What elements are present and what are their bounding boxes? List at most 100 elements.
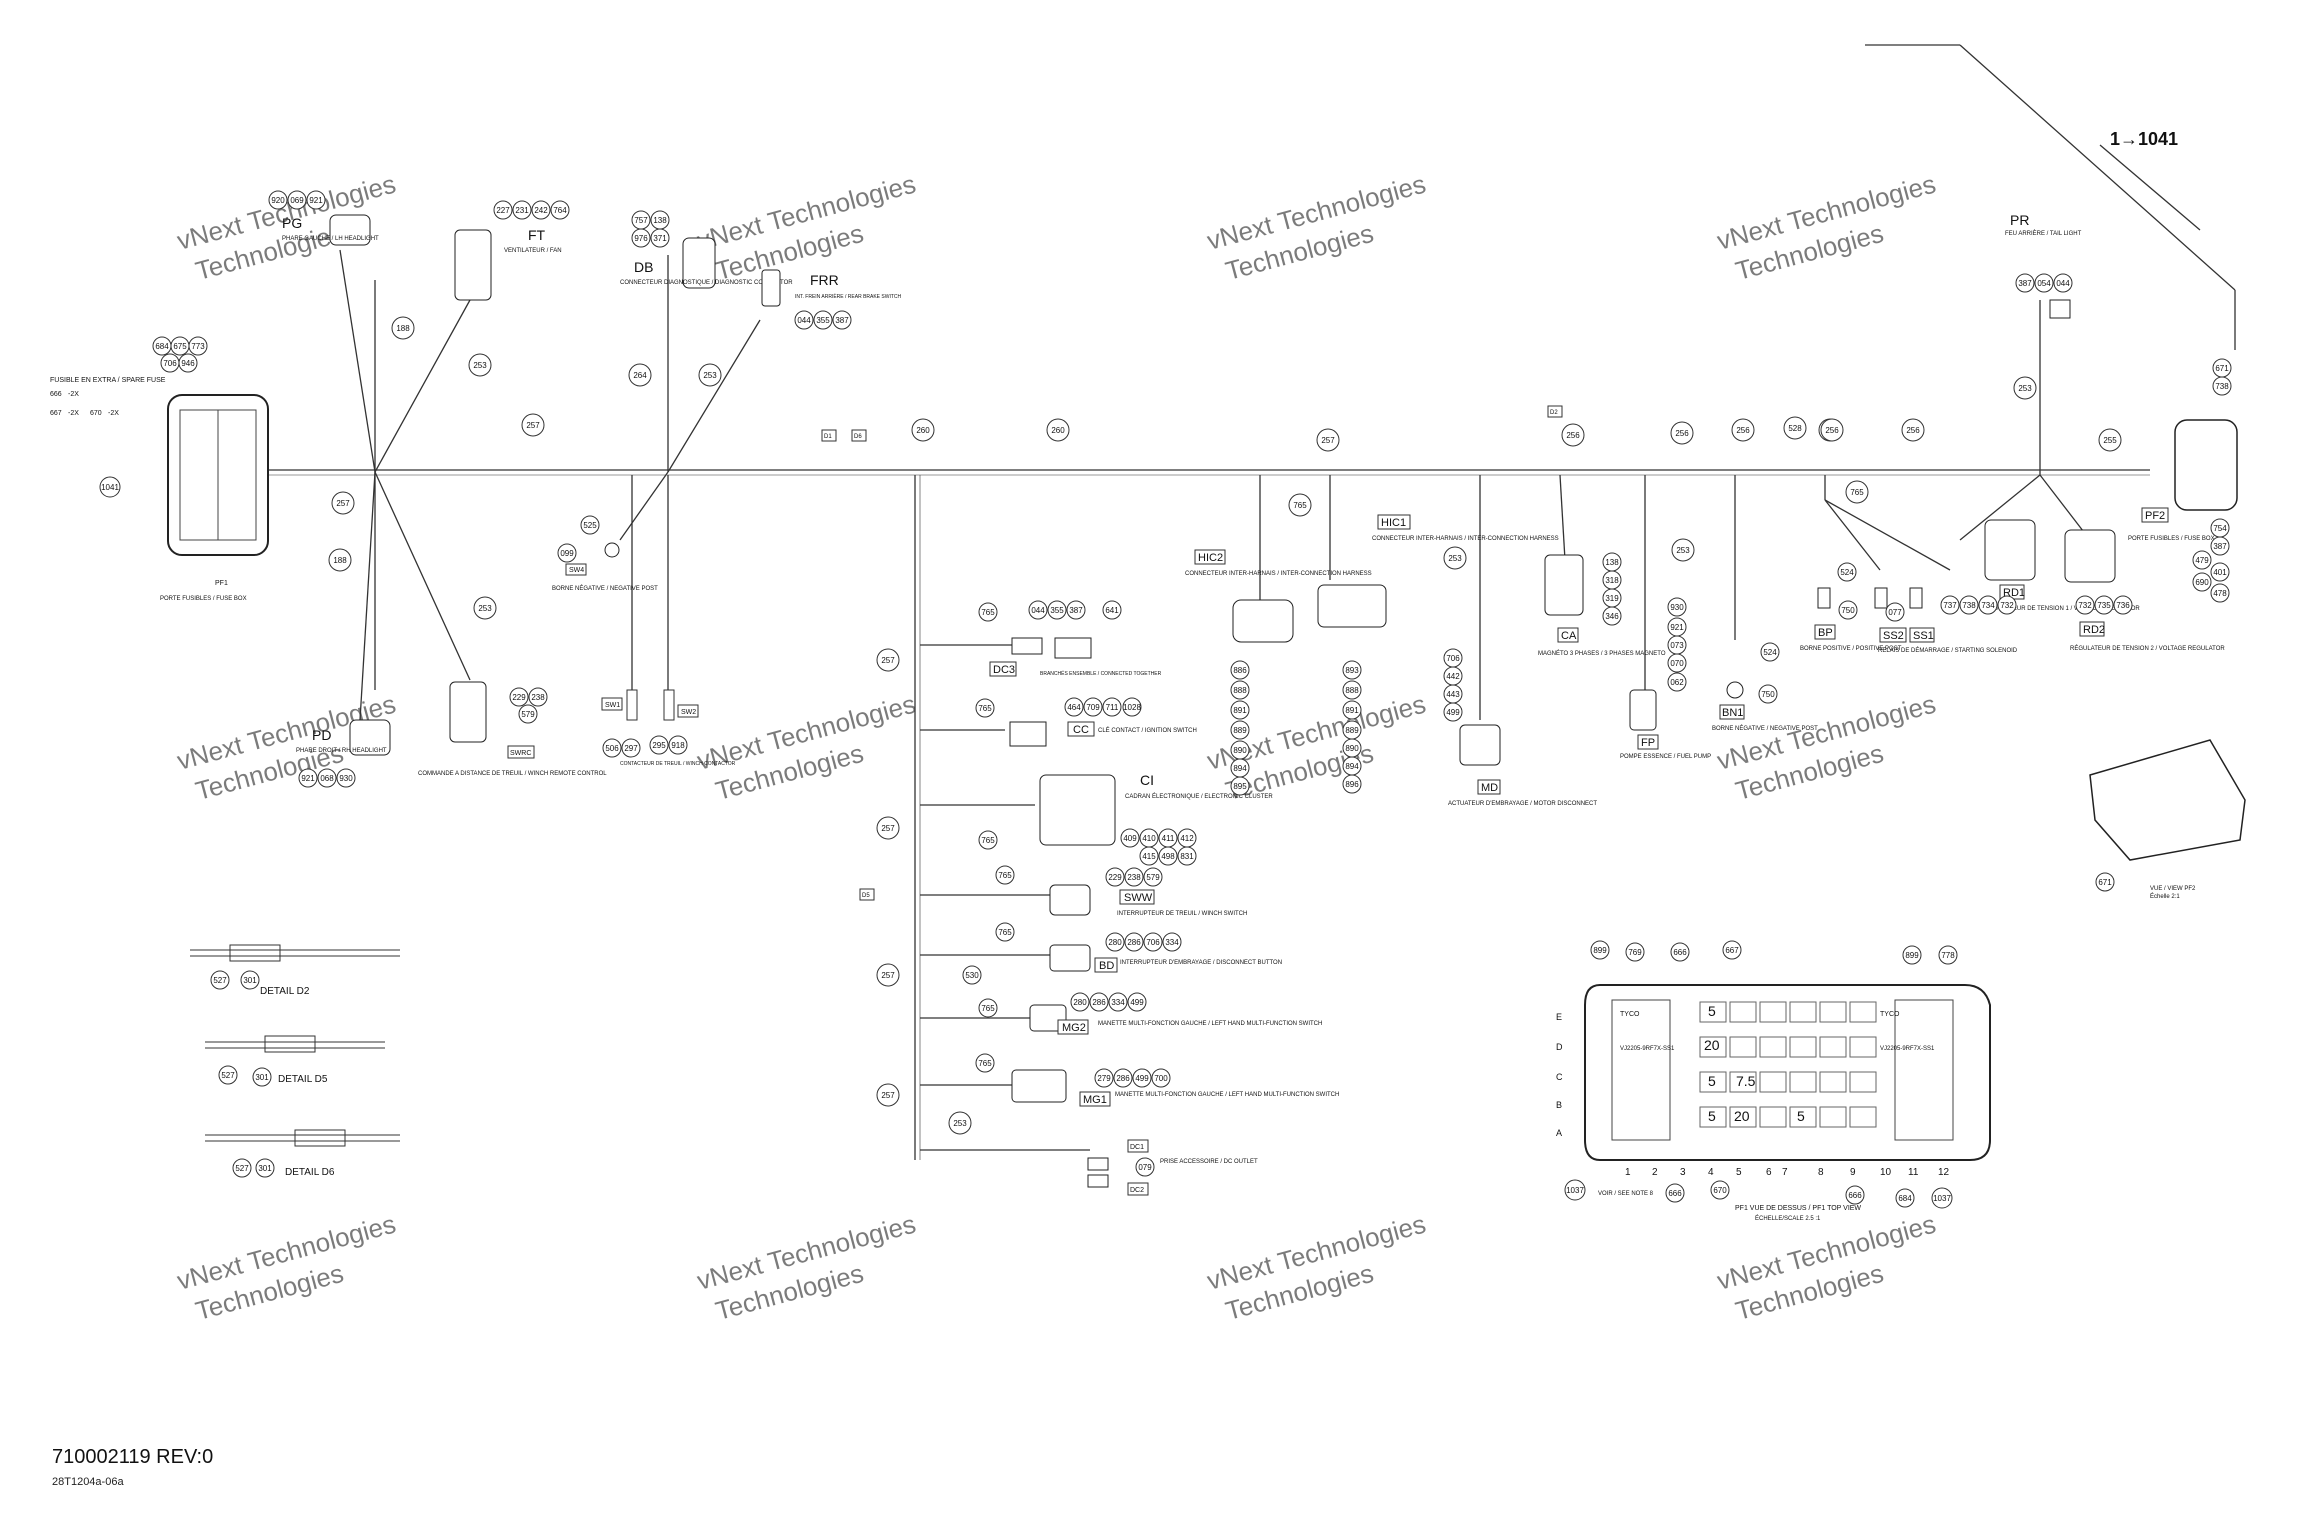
wire-label — [391, 316, 415, 340]
svg-text:684: 684 — [1898, 1194, 1912, 1203]
connector-fp[interactable]: FP POMPE ESSENCE / FUEL PUMP 930 921 073… — [1620, 597, 1711, 760]
connector-sww[interactable]: SWW INTERRUPTEUR DE TREUIL / WINCH SWITC… — [995, 865, 1247, 917]
svg-text:670: 670 — [1713, 1186, 1727, 1195]
svg-text:930: 930 — [339, 774, 353, 783]
wire-label — [2013, 376, 2037, 400]
svg-text:666: 666 — [1848, 1191, 1862, 1200]
svg-text:750: 750 — [1841, 606, 1855, 615]
svg-text:DC1: DC1 — [1130, 1144, 1144, 1151]
svg-text:528: 528 — [1788, 424, 1802, 433]
connector-sw1-sw2[interactable]: SW1 SW2 CONTACTEUR DE TREUIL / WINCH CON… — [601, 689, 736, 767]
svg-text:896: 896 — [1345, 780, 1359, 789]
svg-text:HIC1: HIC1 — [1381, 517, 1406, 529]
svg-text:921: 921 — [1670, 623, 1684, 632]
svg-text:253: 253 — [473, 361, 487, 370]
splice-box — [859, 888, 875, 901]
svg-text:FUSIBLE EN EXTRA / SPARE FUSE: FUSIBLE EN EXTRA / SPARE FUSE — [50, 377, 166, 384]
wire-label — [1046, 418, 1070, 442]
svg-text:295: 295 — [652, 741, 666, 750]
svg-text:1041: 1041 — [101, 483, 119, 492]
svg-text:ACTUATEUR D'EMBRAYAGE / MOTOR: ACTUATEUR D'EMBRAYAGE / MOTOR DISCONNECT — [1448, 801, 1597, 807]
svg-text:VJ2205-9RF7X-SS1: VJ2205-9RF7X-SS1 — [1880, 1046, 1935, 1052]
svg-text:PD: PD — [312, 727, 331, 743]
pg-code: PG — [282, 215, 302, 231]
svg-text:CI: CI — [1140, 772, 1154, 788]
connector-dc3[interactable]: DC3 BRANCHÉS ENSEMBLE / CONNECTED TOGETH… — [978, 600, 1162, 677]
svg-text:894: 894 — [1345, 762, 1359, 771]
part-number — [178, 353, 198, 373]
svg-text:891: 891 — [1233, 706, 1247, 715]
svg-text:TYCO: TYCO — [1880, 1011, 1900, 1018]
svg-text:BP: BP — [1818, 627, 1833, 639]
connector-rd2[interactable]: RD2 RÉGULATEUR DE TENSION 2 / VOLTAGE RE… — [2064, 529, 2225, 652]
svg-text:253: 253 — [953, 1119, 967, 1128]
svg-text:706: 706 — [163, 359, 177, 368]
svg-text:CLÉ CONTACT / IGNITION SWITCH: CLÉ CONTACT / IGNITION SWITCH — [1098, 727, 1197, 734]
connector-pf1[interactable]: FUSIBLE EN EXTRA / SPARE FUSE 666-2X 667… — [50, 336, 269, 602]
connector-hic2[interactable]: HIC2 CONNECTEUR INTER-HARNAIS / INTER-CO… — [1185, 549, 1372, 796]
svg-text:579: 579 — [521, 710, 535, 719]
svg-text:319: 319 — [1605, 594, 1619, 603]
connector-mg1[interactable]: MG1 MANETTE MULTI-FONCTION GAUCHE / LEFT… — [975, 1053, 1339, 1107]
svg-text:C: C — [1556, 1072, 1563, 1082]
connector-swrc[interactable]: SWRC COMMANDE A DISTANCE DE TREUIL / WIN… — [418, 681, 607, 777]
connector-dc1-dc2[interactable]: DC1 DC2 PRISE ACCESSOIRE / DC OUTLET 079 — [1087, 1139, 1258, 1196]
svg-text:499: 499 — [1130, 998, 1144, 1007]
connector-bd[interactable]: BD INTERRUPTEUR D'EMBRAYAGE / DISCONNECT… — [962, 922, 1282, 985]
svg-text:257: 257 — [881, 971, 895, 980]
connector-ca[interactable]: CA MAGNÉTO 3 PHASES / 3 PHASES MAGNETO 1… — [1538, 552, 1666, 657]
svg-text:1028: 1028 — [1123, 703, 1141, 712]
svg-text:BN1: BN1 — [1722, 707, 1743, 719]
svg-text:5: 5 — [1736, 1167, 1742, 1178]
svg-text:D2: D2 — [1550, 410, 1558, 416]
svg-text:BORNE NÉGATIVE / NEGATIVE POST: BORNE NÉGATIVE / NEGATIVE POST — [1712, 725, 1818, 732]
connector-sw4[interactable]: SW4 BORNE NÉGATIVE / NEGATIVE POST 525 0… — [552, 515, 658, 592]
connector-frr[interactable]: FRR INT. FREIN ARRIÈRE / REAR BRAKE SWIT… — [761, 269, 902, 330]
svg-text:257: 257 — [881, 824, 895, 833]
svg-text:946: 946 — [181, 359, 195, 368]
connector-bn1[interactable]: BN1 BORNE NÉGATIVE / NEGATIVE POST 524 7… — [1712, 642, 1818, 732]
svg-text:700: 700 — [1154, 1074, 1168, 1083]
svg-text:778: 778 — [1941, 951, 1955, 960]
svg-text:070: 070 — [1670, 659, 1684, 668]
svg-text:387: 387 — [2213, 542, 2227, 551]
connector-ft[interactable]: FT VENTILATEUR / FAN 227 231 242 764 — [454, 200, 570, 301]
svg-text:899: 899 — [1593, 946, 1607, 955]
svg-text:SS2: SS2 — [1883, 630, 1904, 642]
svg-text:-2X: -2X — [108, 410, 119, 417]
svg-text:TYCO: TYCO — [1620, 1011, 1640, 1018]
connector-hic1[interactable]: HIC1 CONNECTEUR INTER-HARNAIS / INTER-CO… — [1317, 514, 1559, 794]
svg-text:671: 671 — [2098, 878, 2112, 887]
svg-text:CONTACTEUR DE TREUIL / WINCH C: CONTACTEUR DE TREUIL / WINCH CONTACTOR — [620, 761, 736, 767]
connector-ci[interactable]: CI CADRAN ÉLECTRONIQUE / ELECTRONIC CLUS… — [978, 772, 1273, 866]
connector-pr[interactable]: PR FEU ARRIÈRE / TAIL LIGHT 387 054 044 — [2005, 212, 2082, 319]
svg-text:COMMANDE A DISTANCE DE TREUIL: COMMANDE A DISTANCE DE TREUIL / WINCH RE… — [418, 771, 607, 777]
svg-text:738: 738 — [1962, 601, 1976, 610]
svg-text:VENTILATEUR / FAN: VENTILATEUR / FAN — [504, 248, 562, 254]
connector-md[interactable]: MD ACTUATEUR D'EMBRAYAGE / MOTOR DISCONN… — [1443, 648, 1597, 807]
svg-text:256: 256 — [1736, 426, 1750, 435]
svg-text:257: 257 — [881, 656, 895, 665]
svg-text:666: 666 — [50, 391, 62, 398]
svg-text:411: 411 — [1162, 834, 1175, 843]
svg-text:SS1: SS1 — [1913, 630, 1934, 642]
svg-text:706: 706 — [1146, 938, 1160, 947]
connector-db[interactable]: DB CONNECTEUR DIAGNOSTIQUE / DIAGNOSTIC … — [620, 210, 793, 289]
connector-pg[interactable]: PG PHARE GAUCHE / LH HEADLIGHT 920 069 9… — [268, 190, 379, 246]
connector-pd[interactable]: PD PHARE DROIT / RH HEADLIGHT 921 068 93… — [296, 719, 391, 788]
svg-text:886: 886 — [1233, 666, 1247, 675]
svg-text:334: 334 — [1111, 998, 1125, 1007]
connector-rd1[interactable]: RD1 RÉGULATEUR DE TENSION 1 / VOLTAGE RE… — [1940, 519, 2140, 615]
svg-text:920: 920 — [271, 196, 285, 205]
connector-cc[interactable]: CC CLÉ CONTACT / IGNITION SWITCH 765 464… — [975, 697, 1197, 747]
callout-label: 1→1041 — [2110, 129, 2178, 149]
wire-label — [876, 816, 900, 840]
svg-text:E: E — [1556, 1012, 1562, 1022]
svg-text:709: 709 — [1086, 703, 1100, 712]
svg-text:POMPE ESSENCE / FUEL PUMP: POMPE ESSENCE / FUEL PUMP — [1620, 754, 1711, 760]
connector-pf2[interactable]: PF2 PORTE FUSIBLES / FUSE BOX 671 738 75… — [2128, 358, 2238, 603]
svg-text:735: 735 — [2097, 601, 2111, 610]
connector-mg2[interactable]: MG2 MANETTE MULTI-FONCTION GAUCHE / LEFT… — [978, 992, 1322, 1035]
connector-bp-ss[interactable]: BP BORNE POSITIVE / POSITIVE POST SS2 SS… — [1800, 562, 2018, 654]
svg-text:764: 764 — [553, 206, 567, 215]
